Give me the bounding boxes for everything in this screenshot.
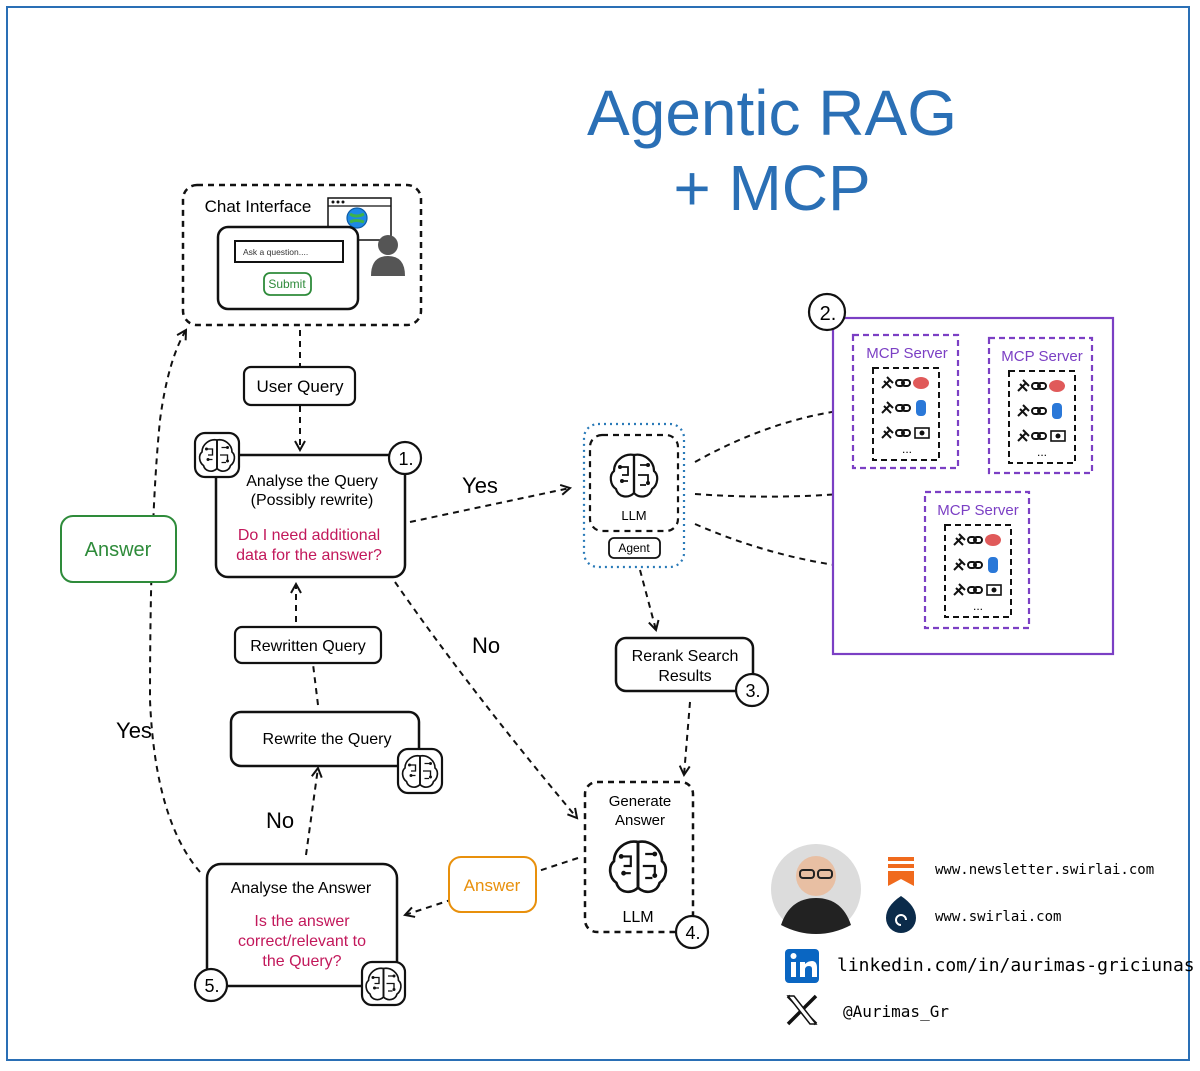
generate-line1: Generate — [609, 793, 672, 810]
user-query-box: User Query — [242, 365, 357, 407]
no-middle-label: No — [472, 633, 500, 658]
mcp-server-1-title: MCP Server — [866, 345, 947, 362]
answer-left-badge: Answer — [60, 515, 177, 583]
agent-llm-label: LLM — [621, 508, 646, 523]
analyse-answer-q3: the Query? — [262, 953, 341, 970]
rewritten-query-box: Rewritten Query — [233, 625, 383, 665]
brain-icon — [396, 747, 444, 795]
chat-interface: Chat Interface Ask a question.... Submit — [181, 183, 423, 327]
mcp-server-1: MCP Server ... — [851, 333, 960, 470]
outer-frame — [6, 6, 1190, 1061]
mcp-server-2: MCP Server ... — [987, 336, 1094, 475]
analyse-query-line2: (Possibly rewrite) — [251, 492, 374, 509]
mcp-server-2-title: MCP Server — [1001, 348, 1082, 365]
step-1-label: 1. — [398, 449, 413, 469]
swirlai-icon — [886, 896, 916, 933]
submit-button-frame[interactable] — [263, 272, 312, 296]
generate-llm-label: LLM — [622, 909, 653, 926]
analyse-answer-q1: Is the answer — [254, 913, 350, 930]
title-line-2: + MCP — [673, 152, 870, 224]
step-5-label: 5. — [204, 976, 219, 996]
step-4-label: 4. — [685, 923, 700, 943]
rewritten-query-label: Rewritten Query — [250, 638, 366, 655]
step-1-badge: 1. — [387, 440, 423, 476]
analyse-answer-q2: correct/relevant to — [238, 933, 366, 950]
brain-icon — [193, 431, 241, 479]
chat-interface-title: Chat Interface — [205, 197, 312, 216]
rerank-box: Rerank Search Results 3. — [614, 636, 770, 708]
step-3-label: 3. — [745, 681, 760, 701]
analyse-query-box: Analyse the Query (Possibly rewrite) Do … — [214, 453, 407, 579]
substack-icon — [888, 857, 914, 886]
website-link[interactable]: www.swirlai.com — [935, 909, 1061, 925]
agent-box: LLM Agent — [582, 422, 686, 569]
user-query-label: User Query — [257, 377, 344, 396]
x-handle-link[interactable]: @Aurimas_Gr — [843, 1002, 949, 1021]
rerank-line2: Results — [658, 668, 711, 685]
mcp-server-1-ellipsis: ... — [902, 442, 912, 456]
linkedin-link[interactable]: linkedin.com/in/aurimas-griciunas — [837, 955, 1195, 976]
agent-label: Agent — [618, 541, 650, 555]
generate-line2: Answer — [615, 812, 665, 829]
linkedin-icon — [785, 949, 819, 983]
title-line-1: Agentic RAG — [587, 77, 957, 149]
browser-globe-icon — [327, 197, 392, 241]
answer-mid-label: Answer — [464, 876, 521, 895]
answer-left-label: Answer — [85, 539, 152, 561]
brain-icon — [360, 960, 407, 1007]
question-input[interactable]: Ask a question.... — [243, 247, 308, 257]
mcp-server-3-ellipsis: ... — [973, 599, 983, 613]
mcp-server-3-title: MCP Server — [937, 502, 1018, 519]
yes-left-label: Yes — [116, 718, 152, 743]
analyse-answer-title: Analyse the Answer — [231, 880, 372, 897]
x-icon — [786, 994, 818, 1026]
yes-top-label: Yes — [462, 473, 498, 498]
rewrite-query-box: Rewrite the Query — [229, 710, 444, 795]
mcp-server-2-ellipsis: ... — [1037, 445, 1047, 459]
answer-mid-badge: Answer — [448, 856, 537, 913]
step-2-label: 2. — [820, 303, 837, 325]
user-icon — [371, 235, 405, 276]
analyse-answer-box: Analyse the Answer Is the answer correct… — [193, 862, 407, 1007]
author-avatar — [771, 844, 861, 934]
analyse-query-question2: data for the answer? — [236, 547, 382, 564]
newsletter-link[interactable]: www.newsletter.swirlai.com — [935, 862, 1154, 878]
rewrite-query-label: Rewrite the Query — [263, 731, 392, 748]
submit-button[interactable]: Submit — [268, 277, 306, 291]
generate-answer-box: Generate Answer LLM 4. — [583, 780, 710, 950]
rerank-line1: Rerank Search — [632, 648, 739, 665]
analyse-query-question1: Do I need additional — [238, 527, 380, 544]
mcp-server-3: MCP Server ... — [923, 490, 1031, 630]
analyse-query-line1: Analyse the Query — [246, 473, 378, 490]
no-lower-label: No — [266, 808, 294, 833]
